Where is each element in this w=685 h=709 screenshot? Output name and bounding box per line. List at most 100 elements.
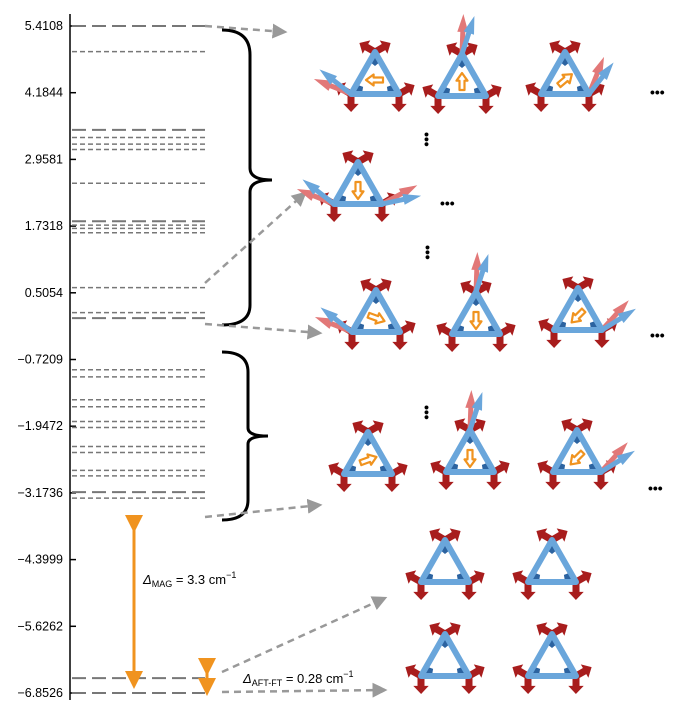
axis-tick-label: −0.7209 [17, 353, 63, 367]
red-spin-arrow [568, 676, 584, 694]
spin-configuration [538, 276, 636, 348]
spin-configuration [422, 14, 502, 114]
triangle-core [449, 289, 503, 337]
canted-spin-arrow [381, 194, 422, 207]
canted-spin-arrow [320, 307, 354, 334]
guide-arrows [204, 23, 388, 698]
canted-spin-arrow [319, 69, 353, 96]
axis-ticks: 5.41084.18442.95811.73180.5054−0.7209−1.… [17, 19, 76, 700]
triangle-core [348, 49, 402, 97]
red-spin-arrow [336, 474, 352, 492]
triangle-core [349, 287, 403, 335]
canted-spin-arrow [314, 317, 353, 335]
red-spin-arrow [520, 582, 536, 600]
red-spin-arrow [492, 334, 508, 352]
red-spin-arrow [391, 94, 407, 112]
red-spin-arrow [546, 330, 562, 348]
red-spin-arrow [413, 676, 429, 694]
ellipsis-row-3: ••• [650, 327, 665, 343]
red-spin-arrow [594, 330, 610, 348]
red-spin-arrow [461, 582, 477, 600]
red-spin-arrow [533, 94, 549, 112]
spin-configuration [314, 278, 416, 350]
canted-spin-arrow [459, 16, 475, 55]
guide-arrow-lower [204, 498, 323, 519]
red-spin-arrow [581, 94, 597, 112]
canted-spin-arrow [465, 390, 477, 431]
net-moment-arrow [351, 180, 365, 201]
red-spin-arrow [430, 96, 446, 114]
guide-arrow-middle [204, 322, 323, 340]
red-spin-arrow [478, 96, 494, 114]
red-spin-arrow [593, 472, 609, 490]
red-spin-arrow [545, 472, 561, 490]
spin-configuration [436, 252, 516, 352]
axis-tick-label: 4.1844 [25, 86, 63, 100]
net-moment-arrow [569, 449, 586, 466]
triangle-core [418, 631, 472, 679]
triangle-core [331, 159, 385, 207]
triangle-core [435, 51, 489, 99]
axis-tick-label: −6.8526 [17, 686, 63, 700]
red-spin-arrow [568, 582, 584, 600]
triangle-core [525, 537, 579, 585]
triangle-core [341, 429, 395, 477]
canted-spin-arrow [473, 254, 489, 293]
delta-mag-label: ΔMAG = 3.3 cm−1 [142, 570, 236, 589]
guide-arrow-ground-1 [221, 596, 388, 674]
net-moment-arrow [469, 310, 483, 331]
red-spin-arrow [413, 582, 429, 600]
red-spin-arrow [374, 204, 390, 222]
axis-tick-label: 2.9581 [25, 152, 63, 166]
triangle-core [551, 285, 605, 333]
spin-configuration [405, 622, 485, 694]
energy-levels [72, 25, 205, 694]
axis-tick-label: 1.7318 [25, 219, 63, 233]
brace-top [221, 28, 273, 327]
spin-configuration [525, 40, 614, 112]
triangle-core [525, 631, 579, 679]
net-moment-arrow [364, 73, 385, 87]
brace-bottom [221, 350, 269, 522]
canted-spin-arrow [599, 450, 635, 475]
delta-aft-ft-label: ΔAFT-FT = 0.28 cm−1 [242, 669, 354, 688]
red-spin-arrow [444, 334, 460, 352]
net-moment-arrow [455, 71, 469, 92]
axis-tick-label: −4.3999 [17, 553, 63, 567]
triangle-core [443, 427, 497, 475]
guide-arrow-upper [204, 191, 307, 284]
canted-spin-arrow [296, 189, 335, 207]
red-spin-arrow [461, 676, 477, 694]
spin-configuration [313, 40, 415, 112]
ellipsis-vertical-3: ••• [419, 405, 435, 420]
axis-tick-label: −5.6262 [17, 619, 63, 633]
guide-arrow-ground-2 [221, 682, 388, 698]
triangle-core [550, 427, 604, 475]
ellipsis-vertical-1: ••• [419, 132, 435, 147]
triangle-core [538, 49, 592, 97]
canted-spin-arrow [467, 392, 483, 431]
guide-arrow-top [204, 23, 288, 39]
ellipsis-vertical-2: ••• [420, 245, 436, 260]
axis-tick-label: 5.4108 [25, 19, 63, 33]
red-spin-arrow [384, 474, 400, 492]
ellipsis-row-1: ••• [650, 84, 665, 100]
net-moment-arrow [556, 73, 573, 89]
spin-configuration [512, 528, 592, 600]
canted-spin-arrow [471, 252, 483, 293]
red-spin-arrow [520, 676, 536, 694]
red-spin-arrow [343, 94, 359, 112]
spin-configuration [328, 420, 408, 492]
canted-spin-arrow [586, 56, 604, 95]
canted-spin-arrow [302, 179, 336, 206]
axis-tick-label: 0.5054 [25, 286, 63, 300]
red-spin-arrow [344, 332, 360, 350]
axis-tick-label: −3.1736 [17, 486, 63, 500]
spin-configuration [405, 528, 485, 600]
spin-configurations [296, 14, 636, 694]
canted-spin-arrow [313, 79, 352, 97]
red-spin-arrow [392, 332, 408, 350]
net-moment-arrow [570, 307, 587, 324]
